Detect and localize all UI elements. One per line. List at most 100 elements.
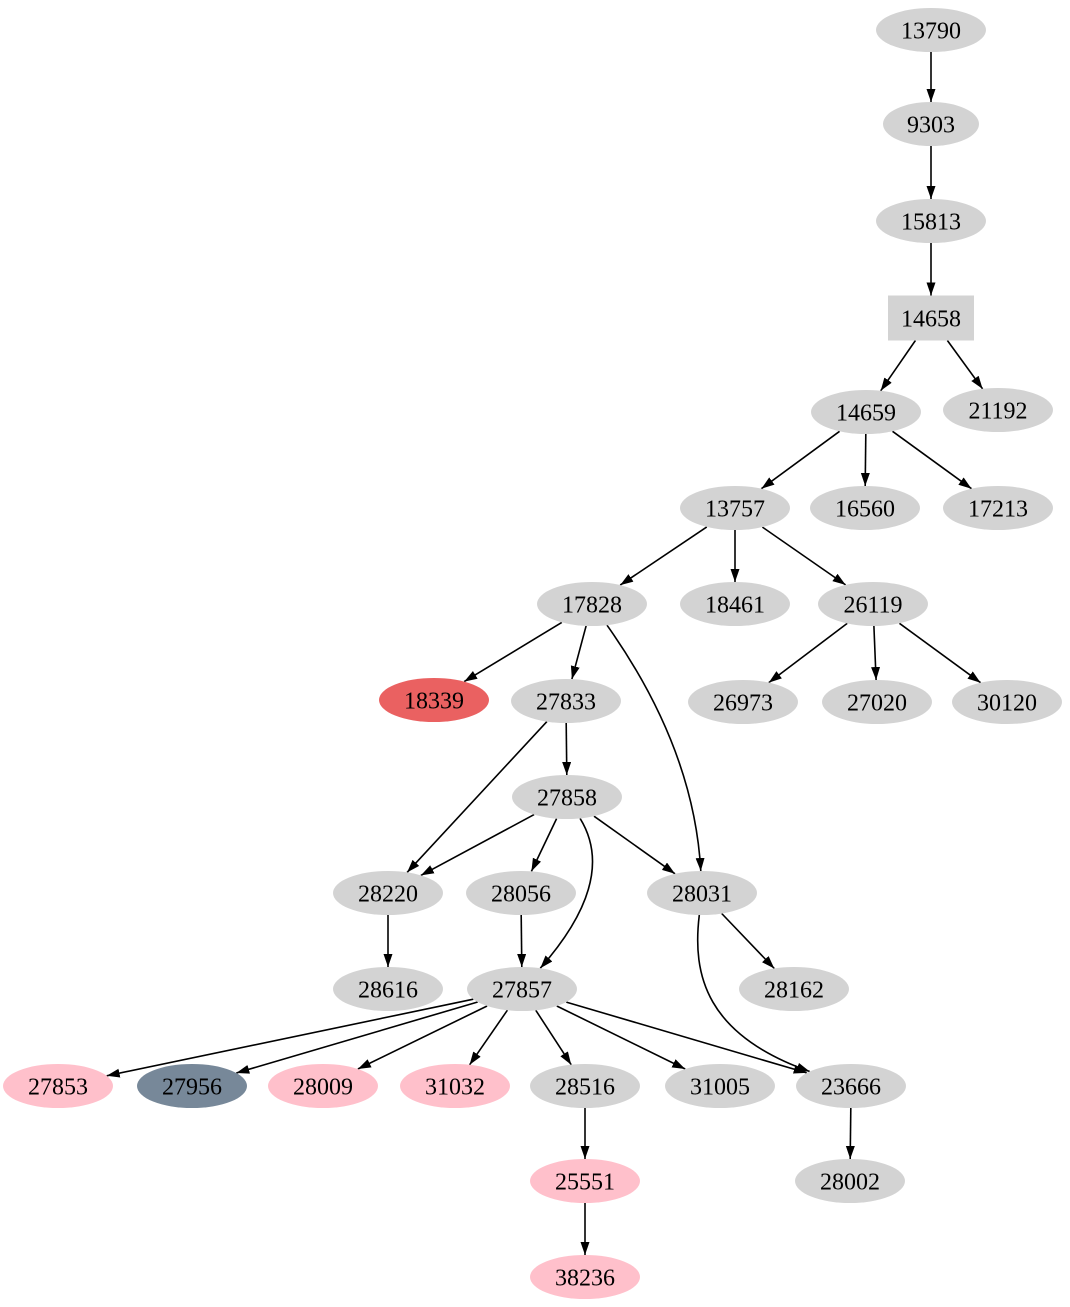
- node-27020: 27020: [822, 680, 932, 724]
- node-ellipse-27956: [137, 1064, 247, 1108]
- node-ellipse-28056: [466, 871, 576, 915]
- edge-27833-27858: [562, 722, 572, 776]
- edge-27857-23666: [566, 1001, 807, 1074]
- edge-28031-23666: [696, 914, 810, 1073]
- node-27833: 27833: [511, 679, 621, 723]
- node-28002: 28002: [795, 1159, 905, 1203]
- node-ellipse-9303: [883, 102, 979, 146]
- node-16560: 16560: [810, 486, 920, 530]
- node-13757: 13757: [680, 486, 790, 530]
- node-ellipse-26973: [688, 680, 798, 724]
- node-ellipse-28002: [795, 1159, 905, 1203]
- node-9303: 9303: [883, 102, 979, 146]
- node-18339: 18339: [379, 678, 489, 722]
- node-26973: 26973: [688, 680, 798, 724]
- node-17213: 17213: [943, 486, 1053, 530]
- node-ellipse-28220: [333, 871, 443, 915]
- node-23666: 23666: [796, 1064, 906, 1108]
- node-ellipse-18461: [680, 582, 790, 626]
- edge-17828-18339: [463, 621, 563, 683]
- edge-28031-28162: [721, 912, 775, 970]
- edge-27858-28031: [593, 815, 676, 875]
- edge-23666-28002: [845, 1107, 855, 1160]
- node-ellipse-14659: [811, 390, 921, 434]
- node-26119: 26119: [818, 582, 928, 626]
- node-18461: 18461: [680, 582, 790, 626]
- edges-layer: [106, 52, 984, 1255]
- node-ellipse-30120: [952, 680, 1062, 724]
- node-ellipse-27857: [467, 967, 577, 1011]
- node-ellipse-28031: [647, 871, 757, 915]
- edge-27857-27956: [236, 1001, 478, 1074]
- node-ellipse-26119: [818, 582, 928, 626]
- node-ellipse-15813: [876, 199, 986, 243]
- node-ellipse-27853: [3, 1064, 113, 1108]
- node-31005: 31005: [665, 1064, 775, 1108]
- node-28031: 28031: [647, 871, 757, 915]
- node-ellipse-27833: [511, 679, 621, 723]
- node-ellipse-13757: [680, 486, 790, 530]
- edge-14659-17213: [892, 430, 972, 490]
- node-ellipse-31032: [400, 1064, 510, 1108]
- nodes-layer: 13790 9303 15813 14658 14659 21192 13757 16560 1…: [3, 8, 1062, 1299]
- node-15813: 15813: [876, 199, 986, 243]
- edge-14659-16560: [860, 433, 870, 487]
- node-17828: 17828: [537, 582, 647, 626]
- node-38236: 38236: [530, 1255, 640, 1299]
- node-ellipse-28516: [530, 1064, 640, 1108]
- node-28220: 28220: [333, 871, 443, 915]
- node-ellipse-21192: [943, 388, 1053, 432]
- edge-13757-17828: [619, 526, 708, 586]
- node-ellipse-28162: [739, 967, 849, 1011]
- node-25551: 25551: [530, 1159, 640, 1203]
- node-ellipse-18339: [379, 678, 489, 722]
- node-14658: 14658: [888, 295, 974, 341]
- edge-27857-31005: [556, 1005, 686, 1070]
- edge-14658-21192: [946, 340, 984, 390]
- node-ellipse-27858: [512, 775, 622, 819]
- node-ellipse-27020: [822, 680, 932, 724]
- edge-26119-27020: [871, 625, 881, 681]
- node-28616: 28616: [333, 967, 443, 1011]
- node-ellipse-23666: [796, 1064, 906, 1108]
- node-27956: 27956: [137, 1064, 247, 1108]
- edge-27857-28516: [535, 1009, 572, 1066]
- edge-27833-28220: [406, 721, 548, 873]
- edge-14659-13757: [760, 430, 841, 490]
- node-28162: 28162: [739, 967, 849, 1011]
- node-27857: 27857: [467, 967, 577, 1011]
- edge-27858-27857: [539, 817, 594, 969]
- edge-28056-27857: [517, 914, 527, 968]
- node-ellipse-28009: [268, 1064, 378, 1108]
- node-ellipse-17213: [943, 486, 1053, 530]
- node-ellipse-28616: [333, 967, 443, 1011]
- node-ellipse-17828: [537, 582, 647, 626]
- node-ellipse-25551: [530, 1159, 640, 1203]
- node-28516: 28516: [530, 1064, 640, 1108]
- edge-26119-30120: [898, 622, 982, 684]
- node-28009: 28009: [268, 1064, 378, 1108]
- node-ellipse-38236: [530, 1255, 640, 1299]
- edge-27858-28220: [420, 813, 535, 877]
- node-14659: 14659: [811, 390, 921, 434]
- node-21192: 21192: [943, 388, 1053, 432]
- node-28056: 28056: [466, 871, 576, 915]
- edge-27858-28056: [530, 818, 558, 872]
- edge-27857-28009: [357, 1005, 488, 1070]
- edge-14658-14659: [880, 340, 917, 392]
- node-box-14658: [888, 295, 974, 341]
- edge-13757-26119: [761, 526, 847, 586]
- node-27853: 27853: [3, 1064, 113, 1108]
- node-27858: 27858: [512, 775, 622, 819]
- node-30120: 30120: [952, 680, 1062, 724]
- node-13790: 13790: [876, 8, 986, 52]
- edge-17828-27833: [570, 625, 587, 680]
- edge-27857-31032: [468, 1009, 509, 1066]
- node-ellipse-13790: [876, 8, 986, 52]
- edge-27857-27853: [106, 998, 474, 1078]
- edge-17828-28031: [606, 624, 705, 872]
- node-ellipse-16560: [810, 486, 920, 530]
- edge-26119-26973: [768, 622, 848, 684]
